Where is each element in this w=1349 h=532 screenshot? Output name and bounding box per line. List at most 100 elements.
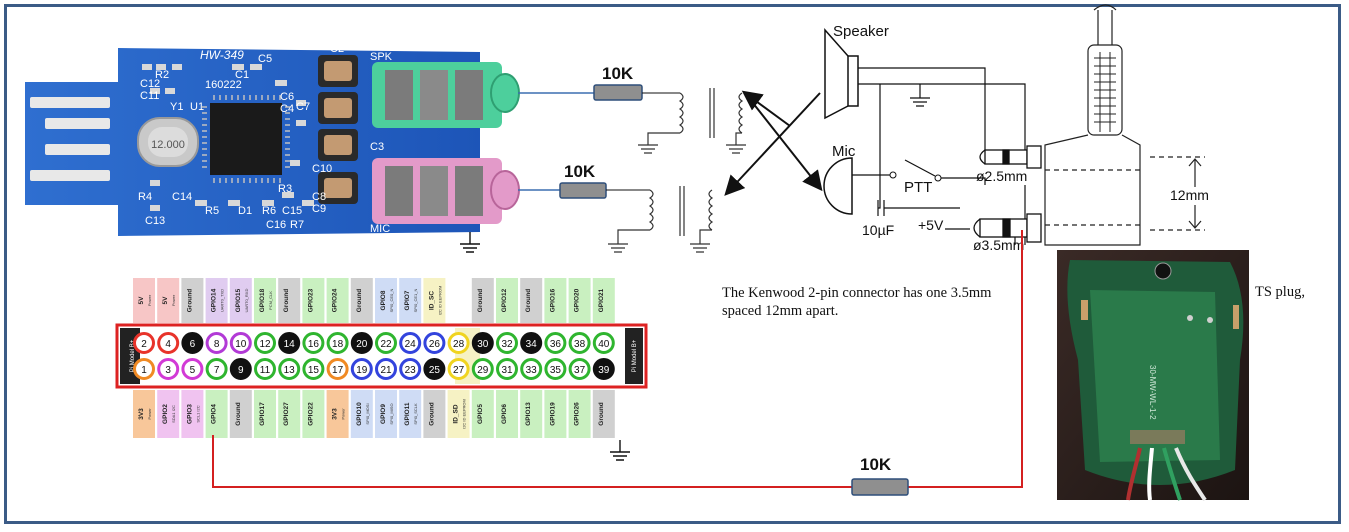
gpio-label-sub: I2C ID EEPROM bbox=[437, 286, 442, 316]
gpio-pin-number: 23 bbox=[405, 365, 417, 376]
gpio-label-name: GPIO3 bbox=[186, 404, 193, 424]
gpio-pin-number: 3 bbox=[165, 365, 171, 376]
gpio-pin-number: 19 bbox=[356, 365, 368, 376]
part-label-c7: C7 bbox=[296, 101, 310, 113]
gpio-label-name: GPIO27 bbox=[283, 402, 290, 426]
resistor-top-label: 10K bbox=[602, 64, 634, 83]
crystal: 12.000 bbox=[137, 117, 199, 167]
gpio-label-box bbox=[278, 278, 301, 323]
resistor-bottom-label: 10K bbox=[860, 455, 892, 474]
gpio-label-box bbox=[399, 278, 422, 323]
gpio-pin-number: 40 bbox=[598, 339, 610, 350]
gpio-label-name: GPIO16 bbox=[549, 288, 556, 312]
gpio-label-box bbox=[520, 278, 543, 323]
gpio-pin-17 bbox=[326, 358, 349, 380]
gpio-pin-number: 27 bbox=[453, 365, 465, 376]
capacitors bbox=[318, 55, 358, 204]
gpio-pin-29 bbox=[471, 358, 494, 380]
gpio-label-name: GPIO19 bbox=[549, 402, 556, 426]
gpio-pin-22 bbox=[375, 332, 397, 354]
gpio-pin-number: 34 bbox=[526, 339, 538, 350]
gpio-pin-12 bbox=[254, 332, 276, 354]
mic-symbol: Mic bbox=[823, 143, 856, 215]
mic-label: MIC bbox=[370, 223, 390, 235]
resistor-top: 10K bbox=[593, 64, 643, 101]
gpio-pin-number: 36 bbox=[550, 339, 562, 350]
gpio-label-name: GPIO11 bbox=[404, 402, 411, 426]
gpio-label-box bbox=[544, 390, 567, 438]
gpio-label-sub: SPI0_CE1_N bbox=[413, 288, 418, 312]
gpio-label-name: GPIO8 bbox=[380, 290, 387, 310]
gpio-pin-1 bbox=[133, 358, 155, 380]
transformer-top bbox=[638, 88, 746, 154]
resistor-mid: 10K bbox=[559, 162, 607, 199]
caption-line-1: The Kenwood 2-pin connector has one 3.5m… bbox=[722, 285, 992, 301]
part-label-c11: C11 bbox=[140, 90, 159, 102]
gpio-label-name: GPIO21 bbox=[598, 288, 605, 312]
gpio-pin-16 bbox=[302, 332, 325, 354]
gpio-pin-19 bbox=[350, 358, 373, 380]
gpio-pin-number: 4 bbox=[165, 339, 171, 350]
gpio-pin-31 bbox=[496, 358, 518, 380]
gpio-label-box bbox=[157, 390, 180, 438]
gpio-pin-number: 11 bbox=[260, 365, 271, 376]
gpio-pin-14 bbox=[278, 332, 301, 354]
gpio-pin-24 bbox=[399, 332, 422, 354]
gpio-pin-number: 26 bbox=[429, 339, 441, 350]
gpio-label-box bbox=[181, 278, 204, 323]
gpio-pin-23 bbox=[399, 358, 422, 380]
gpio-label-box bbox=[326, 390, 349, 438]
gpio-label-name: GPIO9 bbox=[380, 404, 387, 424]
gpio-label-box bbox=[592, 390, 615, 438]
gpio-label-box bbox=[423, 390, 446, 438]
gpio-pin-number: 14 bbox=[284, 339, 296, 350]
gpio-pin-number: 18 bbox=[332, 339, 344, 350]
gpio-label-name: Ground bbox=[356, 289, 363, 312]
plug-small: ø2.5mm bbox=[976, 145, 1042, 184]
gpio-pin-28 bbox=[447, 332, 470, 354]
gpio-label-box bbox=[229, 390, 252, 438]
gpio-label-box bbox=[205, 390, 228, 438]
gpio-label-sub: SPI0_MISO bbox=[389, 403, 394, 424]
gpio-label-name: Ground bbox=[525, 289, 532, 312]
jack-wires bbox=[518, 92, 594, 191]
part-label-c14: C14 bbox=[172, 191, 192, 203]
gpio-label-name: 3V3 bbox=[332, 408, 339, 420]
gpio-label-name: Ground bbox=[186, 289, 193, 312]
gpio-label-box bbox=[399, 390, 422, 438]
gpio-pin-number: 9 bbox=[238, 365, 244, 376]
capacitor-label: 10µF bbox=[862, 222, 894, 238]
speaker-symbol: Speaker bbox=[824, 23, 889, 120]
gpio-pin-number: 33 bbox=[526, 365, 538, 376]
gpio-label-box bbox=[326, 278, 349, 323]
gpio-pin-2 bbox=[133, 332, 155, 354]
gpio-pin-32 bbox=[496, 332, 518, 354]
gpio-pin-number: 2 bbox=[141, 339, 147, 350]
gpio-pin-number: 20 bbox=[356, 339, 368, 350]
part-label-c9: C9 bbox=[312, 203, 326, 215]
gpio-label-sub: UART0_TXD bbox=[220, 289, 225, 312]
ptt-switch: PTT bbox=[889, 171, 942, 196]
resistor-mid-label: 10K bbox=[564, 162, 596, 181]
gpio-label-name: GPIO13 bbox=[525, 402, 532, 426]
gpio-label-box bbox=[544, 278, 567, 323]
gpio-pin-number: 35 bbox=[550, 365, 562, 376]
gpio-pin-9 bbox=[229, 358, 252, 380]
gpio-label-name: ID_SC bbox=[428, 291, 435, 310]
gpio-pin-5 bbox=[181, 358, 204, 380]
gpio-pin-number: 24 bbox=[405, 339, 417, 350]
gpio-label-sub: Power bbox=[341, 408, 346, 420]
gpio-pin-36 bbox=[544, 332, 567, 354]
part-label-c15: C15 bbox=[282, 205, 302, 217]
resistor-to-transformer-wires bbox=[606, 92, 680, 191]
gpio-pin-number: 32 bbox=[501, 339, 513, 350]
gpio-label-box bbox=[205, 278, 228, 323]
gpio-pin-13 bbox=[278, 358, 301, 380]
gpio-label-box bbox=[496, 390, 518, 438]
gpio-label-name: Ground bbox=[428, 402, 435, 425]
plug-small-label: ø2.5mm bbox=[976, 168, 1027, 184]
vcc-label: +5V bbox=[918, 217, 944, 233]
gpio-pin-25 bbox=[423, 358, 446, 380]
part-label-c16: C16 bbox=[266, 219, 286, 231]
